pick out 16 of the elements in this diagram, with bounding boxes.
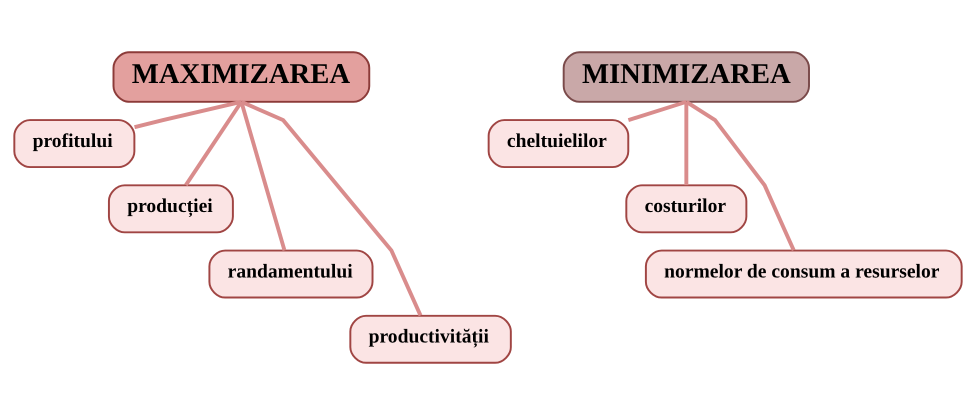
node-box: productivității: [349, 314, 512, 364]
connector: [134, 100, 242, 130]
connector: [685, 100, 796, 252]
connector: [684, 102, 688, 186]
node-box: randamentului: [208, 250, 374, 299]
node-box: producției: [108, 184, 234, 234]
connector: [184, 100, 243, 186]
node-box: MINIMIZAREA: [562, 51, 810, 103]
node-box: normelor de consum a resurselor: [644, 250, 963, 299]
node-box: costurilor: [625, 184, 748, 234]
node-box: cheltuielilor: [488, 119, 630, 168]
node-box: MAXIMIZAREA: [112, 51, 370, 103]
connector: [240, 100, 422, 316]
connector: [240, 101, 286, 251]
node-box: profitului: [13, 119, 136, 168]
connector: [628, 100, 687, 122]
